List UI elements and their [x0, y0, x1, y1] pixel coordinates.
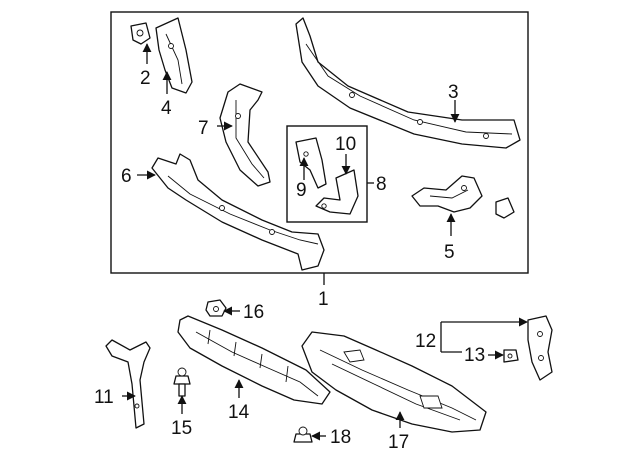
callout-6: 6 — [121, 166, 132, 187]
part-14-lower-shield — [177, 315, 331, 405]
assembly-frame — [110, 11, 529, 274]
callout-labels: 2 4 3 7 6 10 9 8 5 1 16 12 13 11 14 15 1… — [94, 68, 485, 453]
part-6-lower-support — [151, 153, 325, 271]
part-13-clip — [503, 349, 519, 363]
callout-9: 9 — [296, 180, 307, 201]
part-12-bracket — [527, 315, 553, 381]
callout-3: 3 — [448, 82, 459, 103]
callout-2: 2 — [140, 68, 151, 89]
part-11-vertical-bracket — [105, 339, 151, 429]
callout-14: 14 — [228, 402, 250, 423]
callout-11: 11 — [94, 387, 114, 408]
callout-18: 18 — [330, 427, 351, 448]
part-18-bolt — [293, 426, 313, 443]
part-7-side-support — [219, 83, 271, 187]
part-16-nut — [205, 299, 227, 317]
leader-lines — [122, 43, 528, 441]
callout-12: 12 — [415, 331, 436, 352]
callout-5: 5 — [444, 242, 455, 263]
part-17-under-cover — [301, 331, 487, 433]
callout-17: 17 — [388, 432, 409, 453]
callout-1: 1 — [318, 289, 329, 310]
part-3-upper-support — [295, 17, 521, 149]
callout-7: 7 — [198, 118, 209, 139]
part-15-clip — [173, 367, 191, 397]
callout-4: 4 — [161, 98, 172, 119]
callout-15: 15 — [171, 418, 192, 439]
part-4-support — [155, 17, 193, 94]
callout-13: 13 — [464, 345, 485, 366]
part-5-side-bracket — [411, 175, 515, 219]
callout-10: 10 — [335, 134, 356, 155]
subassembly-frame-8 — [286, 125, 368, 223]
part-2-bracket — [130, 22, 151, 45]
part-10-bracket — [315, 169, 359, 215]
callout-16: 16 — [243, 302, 264, 323]
callout-8: 8 — [376, 174, 387, 195]
